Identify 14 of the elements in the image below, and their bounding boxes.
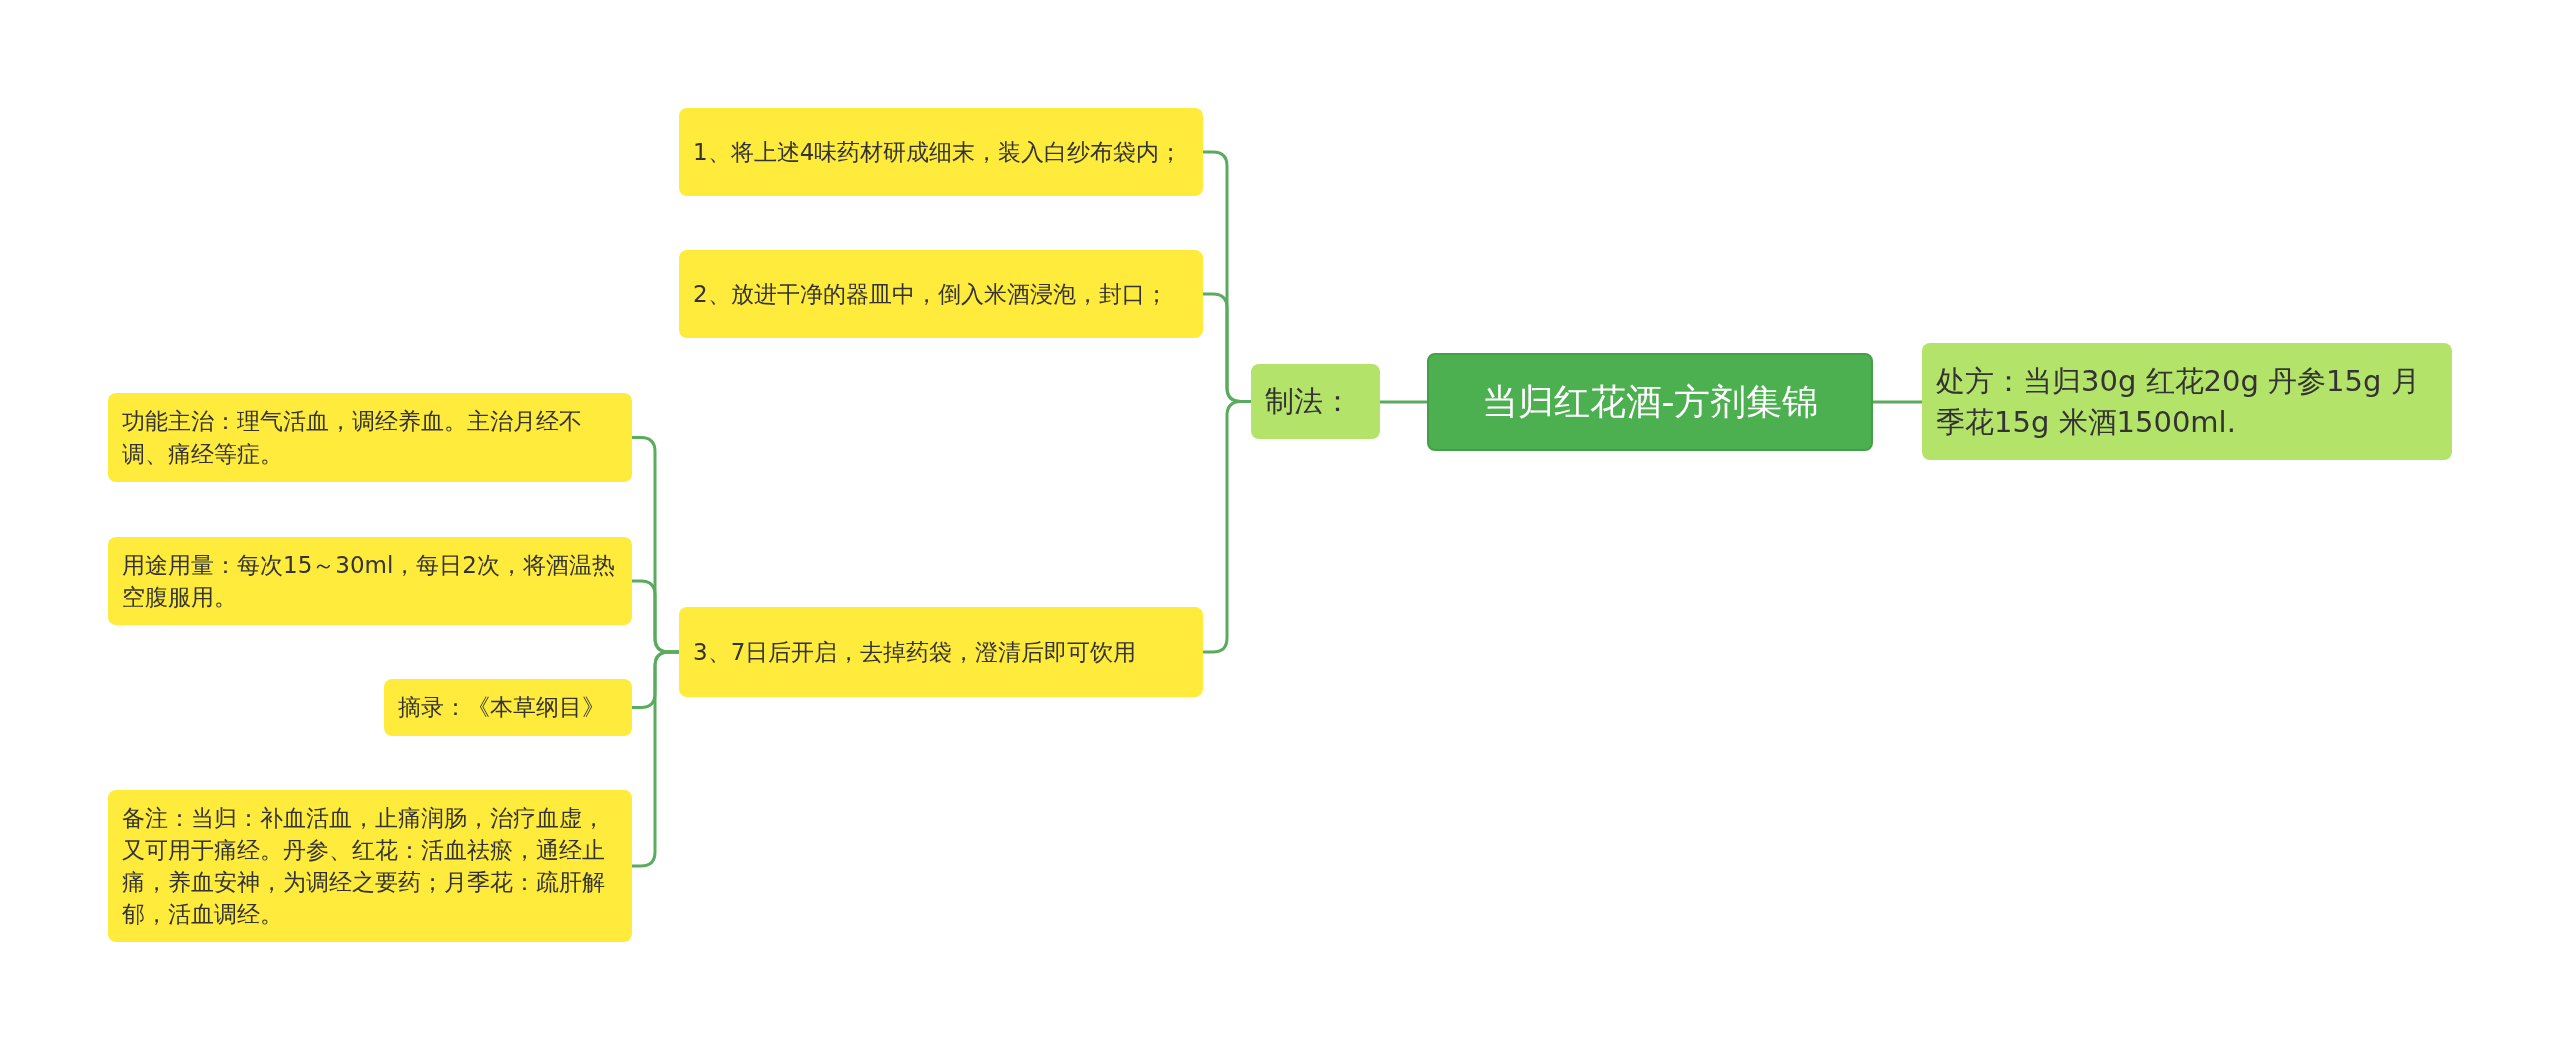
connector-line: [1203, 400, 1251, 654]
subtopic-box: 2、放进干净的器皿中，倒入米酒浸泡，封口；: [679, 250, 1203, 338]
topic-box: 处方：当归30g 红花20g 丹参15g 月季花15g 米酒1500ml.: [1922, 343, 2452, 460]
connector-line: [1873, 400, 1922, 404]
subtopic-box: 用途用量：每次15～30ml，每日2次，将酒温热空腹服用。: [108, 537, 632, 625]
topic-box: 制法：: [1251, 364, 1380, 439]
subtopic-box: 摘录：《本草纲目》: [384, 679, 632, 736]
connector-line: [1380, 400, 1427, 404]
subtopic-box: 1、将上述4味药材研成细末，装入白纱布袋内；: [679, 108, 1203, 196]
connector-line: [632, 650, 679, 868]
subtopic-box: 功能主治：理气活血，调经养血。主治月经不调、痛经等症。: [108, 393, 632, 482]
central-topic-box: 当归红花酒-方剂集锦: [1427, 353, 1873, 451]
subtopic-box: 3、7日后开启，去掉药袋，澄清后即可饮用: [679, 607, 1203, 697]
subtopic-box: 备注：当归：补血活血，止痛润肠，治疗血虚，又可用于痛经。丹参、红花：活血祛瘀，通经止痛，养血安神，为调经之要药；月季花：疏肝解郁，活血调经。: [108, 790, 632, 942]
